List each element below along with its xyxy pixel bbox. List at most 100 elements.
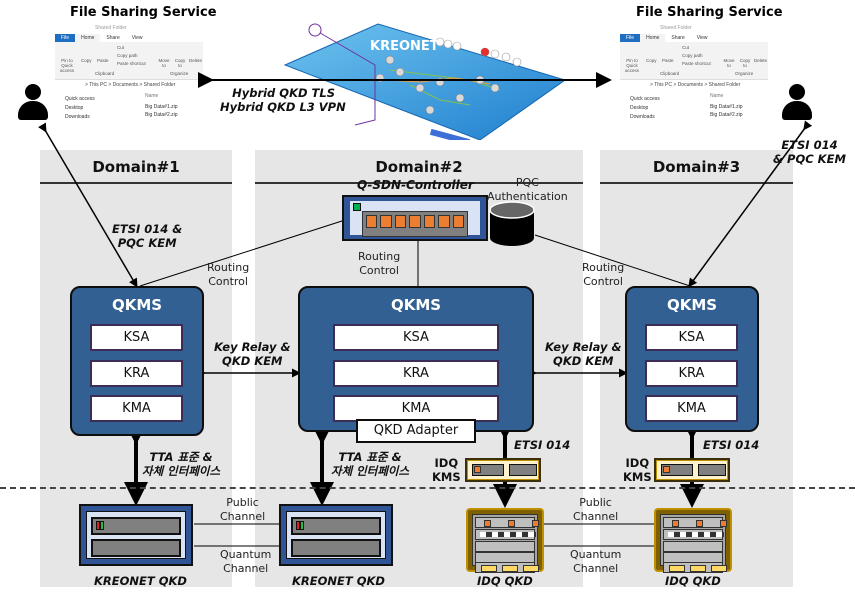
idq-qkd-label-1: IDQ QKD bbox=[477, 574, 533, 588]
file-item[interactable]: Big Data#2.zip bbox=[145, 112, 178, 118]
copy-button[interactable]: Copy bbox=[646, 58, 657, 63]
tab-share[interactable]: Share bbox=[671, 35, 685, 41]
cut-button[interactable]: Cut bbox=[117, 45, 125, 50]
clipboard-group: Clipboard bbox=[660, 71, 680, 76]
ksa-module: KSA bbox=[90, 324, 183, 351]
tta-label-domain-1: TTA 표준 & 자체 인터페이스 bbox=[142, 450, 221, 478]
public-channel-label-left: Public Channel bbox=[220, 496, 266, 523]
key-relay-label-left: Key Relay & QKD KEM bbox=[214, 340, 291, 368]
paste-shortcut-button[interactable]: Paste shortcut bbox=[682, 61, 711, 66]
qkms-title: QKMS bbox=[390, 296, 442, 314]
tab-file[interactable]: File bbox=[55, 34, 76, 42]
explorer-ribbon: Pin to Quick access Copy Paste Cut Copy … bbox=[55, 42, 203, 80]
slot bbox=[472, 464, 504, 476]
layer-divider bbox=[0, 487, 855, 489]
file-list: Name Big Data#1.zip Big Data#2.zip bbox=[145, 92, 178, 119]
qkms-domain-2: QKMS KSA KRA KMA bbox=[298, 286, 534, 432]
port-bar bbox=[362, 211, 468, 237]
idq-kms-label-domain-2: IDQ KMS bbox=[432, 456, 461, 484]
copy-to-button[interactable]: Copy to bbox=[739, 58, 751, 68]
file-item[interactable]: Big Data#1.zip bbox=[710, 104, 743, 110]
tab-view[interactable]: View bbox=[696, 35, 708, 41]
qkms-title: QKMS bbox=[111, 296, 163, 314]
port-row bbox=[475, 529, 536, 540]
address-bar[interactable]: > This PC > Documents > Shared Folder bbox=[650, 82, 741, 88]
idq-qkd-label-2: IDQ QKD bbox=[665, 574, 721, 588]
copy-path-button[interactable]: Copy path bbox=[682, 53, 703, 58]
etsi-014-label-domain-3: ETSI 014 bbox=[703, 438, 760, 452]
tab-view[interactable]: View bbox=[131, 35, 143, 41]
idq-kms-device-domain-2 bbox=[465, 458, 541, 482]
paste-button[interactable]: Paste bbox=[662, 58, 674, 63]
nav-quick-access[interactable]: Quick access bbox=[65, 96, 95, 102]
tab-home[interactable]: Home bbox=[75, 34, 101, 42]
copy-to-button[interactable]: Copy to bbox=[174, 58, 186, 68]
slot bbox=[509, 464, 537, 476]
address-bar[interactable]: > This PC > Documents > Shared Folder bbox=[85, 82, 176, 88]
kra-module: KRA bbox=[90, 360, 183, 387]
pin-button[interactable]: Pin to Quick access bbox=[624, 58, 639, 73]
pin-button[interactable]: Pin to Quick access bbox=[59, 58, 74, 73]
led-row bbox=[475, 517, 539, 528]
tab-file[interactable]: File bbox=[620, 34, 641, 42]
pqc-auth-label: PQC Authentication bbox=[487, 176, 568, 203]
port bbox=[409, 215, 421, 228]
database-icon bbox=[489, 201, 535, 246]
kreonet-qkd-device-2 bbox=[279, 504, 393, 566]
nav-quick-access[interactable]: Quick access bbox=[630, 96, 660, 102]
file-list: Name Big Data#1.zip Big Data#2.zip bbox=[710, 92, 743, 119]
quantum-channel-label-left: Quantum Channel bbox=[220, 548, 272, 575]
port-row bbox=[663, 529, 724, 540]
left-file-explorer[interactable]: Shared Folder File Home Share View Pin t… bbox=[55, 25, 203, 133]
idq-qkd-device-2 bbox=[654, 508, 732, 573]
right-file-explorer[interactable]: Shared Folder File Home Share View Pin t… bbox=[620, 25, 768, 133]
nav-downloads[interactable]: Downloads bbox=[65, 114, 90, 120]
file-item[interactable]: Big Data#1.zip bbox=[145, 104, 178, 110]
fan-row bbox=[663, 562, 727, 573]
kma-module: KMA bbox=[645, 395, 738, 422]
etsi-pqc-label-right: ETSI 014 & PQC KEM bbox=[773, 138, 846, 166]
etsi-link-left bbox=[38, 122, 138, 288]
column-name[interactable]: Name bbox=[145, 93, 159, 99]
ksa-module: KSA bbox=[645, 324, 738, 351]
explorer-tabs: File Home Share View bbox=[55, 34, 203, 42]
slot bbox=[91, 517, 181, 535]
paste-shortcut-button[interactable]: Paste shortcut bbox=[117, 61, 146, 66]
cut-button[interactable]: Cut bbox=[682, 45, 690, 50]
status-led bbox=[96, 521, 104, 530]
tab-home[interactable]: Home bbox=[640, 34, 666, 42]
port bbox=[438, 215, 450, 228]
kreonet-qkd-label-2: KREONET QKD bbox=[292, 574, 385, 588]
move-to-button[interactable]: Move to bbox=[723, 58, 735, 68]
delete-button[interactable]: Delete bbox=[189, 58, 203, 63]
status-led bbox=[296, 521, 304, 530]
file-item[interactable]: Big Data#2.zip bbox=[710, 112, 743, 118]
explorer-tabs: File Home Share View bbox=[620, 34, 768, 42]
copy-button[interactable]: Copy bbox=[81, 58, 92, 63]
copy-path-button[interactable]: Copy path bbox=[117, 53, 138, 58]
column-name[interactable]: Name bbox=[710, 93, 724, 99]
qkms-domain-3: QKMS KSA KRA KMA bbox=[625, 286, 759, 432]
tab-share[interactable]: Share bbox=[106, 35, 120, 41]
kra-module: KRA bbox=[333, 360, 499, 387]
move-to-button[interactable]: Move to bbox=[158, 58, 170, 68]
slot bbox=[661, 464, 693, 476]
explorer-ribbon: Pin to Quick access Copy Paste Cut Copy … bbox=[620, 42, 768, 80]
kra-module: KRA bbox=[645, 360, 738, 387]
led-row bbox=[663, 517, 727, 528]
qkms-title: QKMS bbox=[666, 296, 718, 314]
nav-pane: Quick access Desktop Downloads bbox=[65, 95, 95, 122]
organize-group: Organize bbox=[735, 71, 754, 76]
public-channel-label-right: Public Channel bbox=[573, 496, 619, 523]
delete-button[interactable]: Delete bbox=[754, 58, 768, 63]
quantum-channel-label-right: Quantum Channel bbox=[570, 548, 622, 575]
key-relay-label-right: Key Relay & QKD KEM bbox=[545, 340, 622, 368]
qkd-adapter: QKD Adapter bbox=[356, 419, 476, 443]
nav-desktop[interactable]: Desktop bbox=[630, 105, 649, 111]
nav-downloads[interactable]: Downloads bbox=[630, 114, 655, 120]
explorer-title: Shared Folder bbox=[660, 25, 692, 31]
nav-desktop[interactable]: Desktop bbox=[65, 105, 84, 111]
paste-button[interactable]: Paste bbox=[97, 58, 109, 63]
idq-kms-label-domain-3: IDQ KMS bbox=[623, 456, 652, 484]
